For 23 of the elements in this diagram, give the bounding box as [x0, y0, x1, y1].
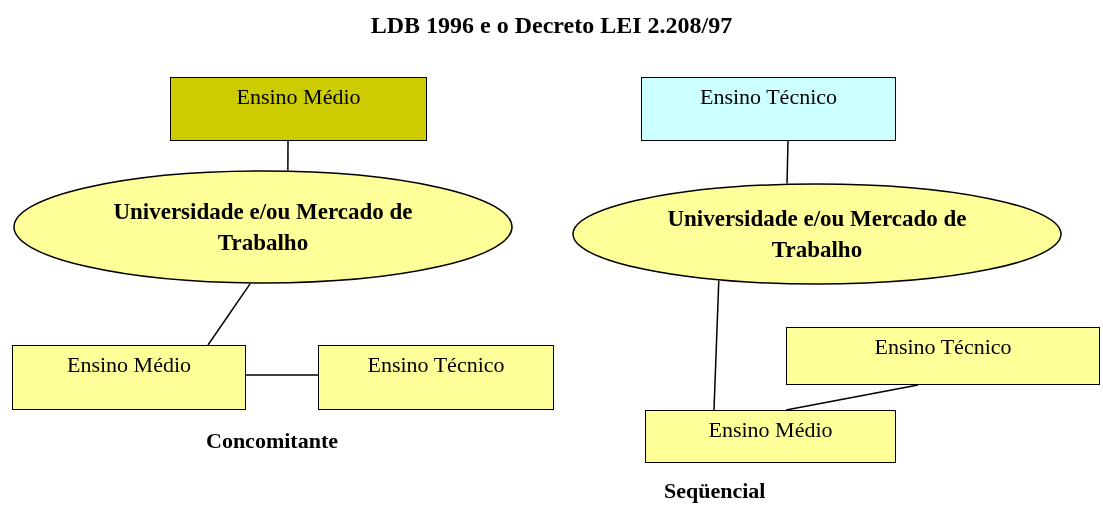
node-label: Ensino Médio — [708, 417, 833, 443]
process-box — [645, 410, 896, 463]
title: LDB 1996 e o Decreto LEI 2.208/97 — [370, 12, 733, 39]
connector-line — [785, 384, 919, 411]
process-box — [12, 345, 246, 410]
process-box — [641, 77, 896, 141]
process-box — [318, 345, 554, 410]
node-label: Universidade e/ou Mercado de Trabalho — [112, 197, 414, 257]
node-label: Ensino Técnico — [699, 84, 838, 110]
connector-line — [207, 283, 251, 346]
node-label: Ensino Técnico — [367, 352, 505, 378]
connector-line — [713, 279, 720, 411]
process-box — [786, 327, 1100, 385]
node-label: Universidade e/ou Mercado de Trabalho — [666, 204, 968, 264]
node-label: Ensino Técnico — [874, 334, 1012, 360]
connector-line — [786, 140, 789, 185]
node-label: Ensino Médio — [66, 352, 192, 378]
caption-label: Seqüencial — [664, 478, 766, 504]
node-label: Ensino Médio — [236, 84, 361, 110]
connector-line — [287, 140, 289, 172]
process-box — [170, 77, 427, 141]
caption-label: Concomitante — [206, 428, 338, 454]
connector-line — [245, 374, 319, 376]
